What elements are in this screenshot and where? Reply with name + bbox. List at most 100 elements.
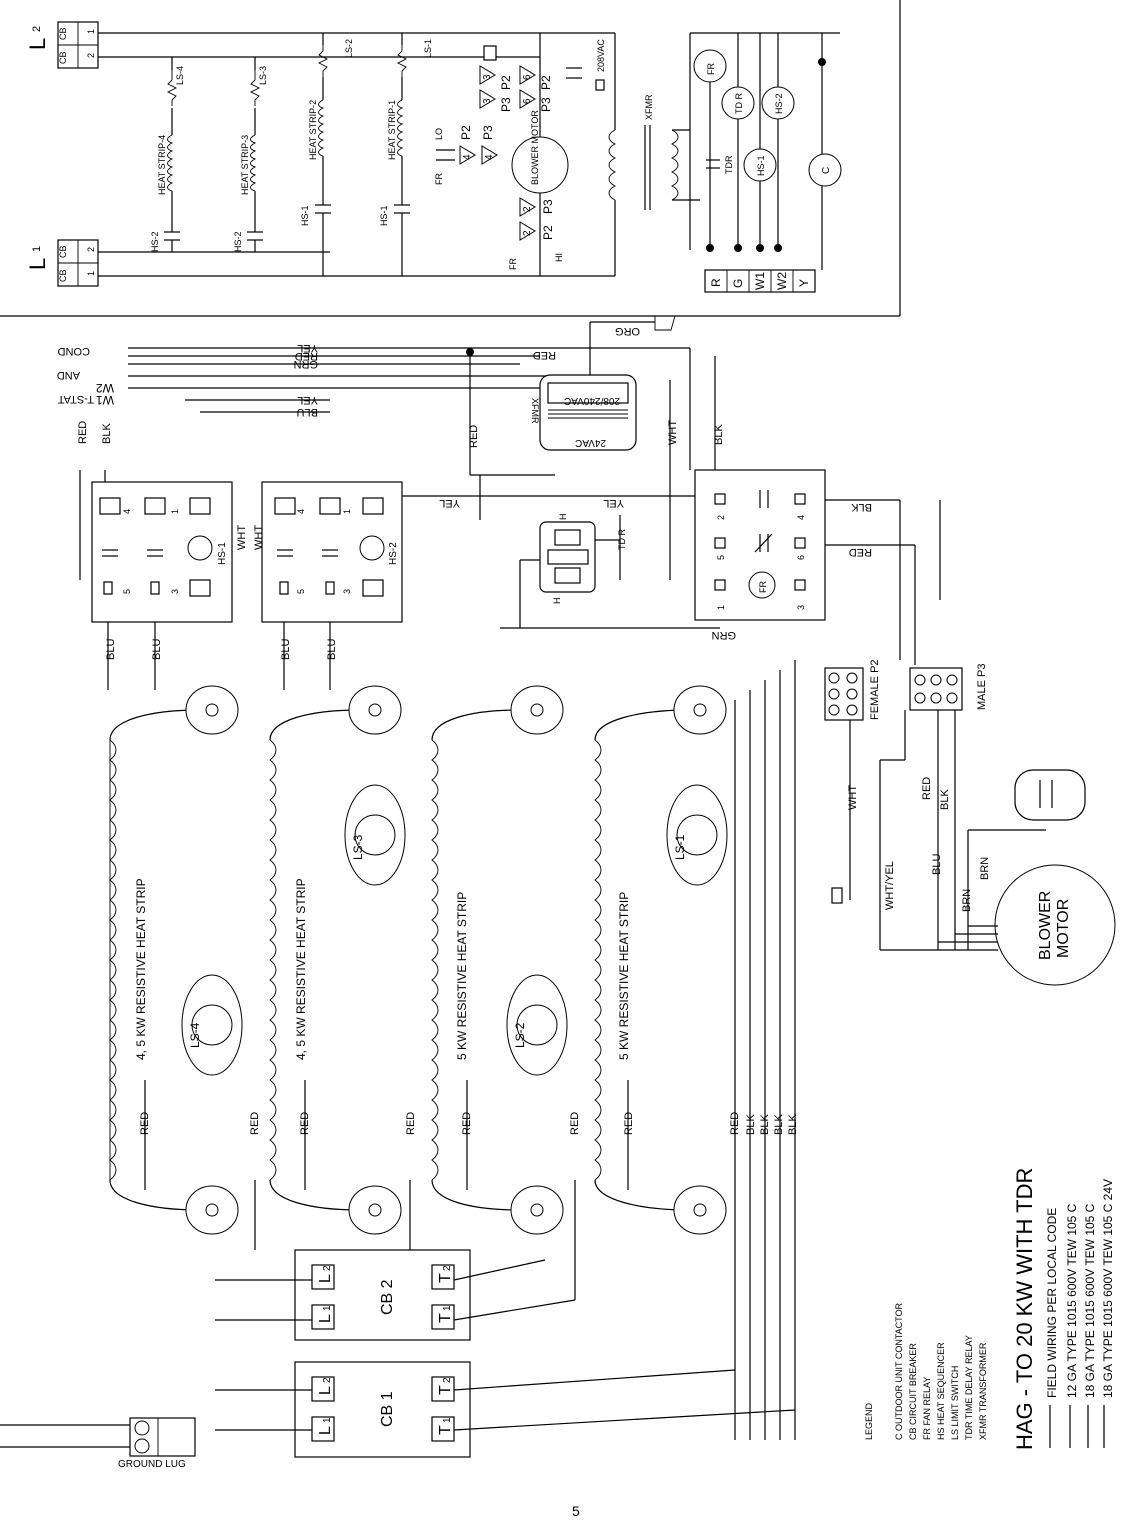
- legend-item-xfmr: XFMR TRANSFORMER: [978, 1342, 988, 1440]
- blu-wire-2: BLU: [151, 639, 163, 660]
- ladder-diagram: L 1 L 2 CB CB 2 1 CB CB 1 2: [0, 0, 901, 317]
- ladder-p2-top: P2: [499, 75, 513, 90]
- terminal-w1: W1: [753, 272, 767, 290]
- cb2-ladder-num1: 1: [86, 29, 96, 34]
- wire-red-motor: RED: [921, 777, 933, 800]
- wire-wht-yel: WHT/YEL: [884, 861, 896, 910]
- ladder-hs1-b: HS-1: [379, 205, 389, 226]
- cb2-t1: T: [437, 1313, 454, 1323]
- strip-ls4: LS-4: [188, 1022, 202, 1048]
- cb2-label: CB 2: [379, 1279, 396, 1315]
- tstat-grn: GRN: [294, 358, 319, 370]
- hs2-term1: 1: [342, 509, 352, 514]
- terminal-y: Y: [797, 279, 811, 287]
- ladder-ls2: LS-2: [344, 39, 354, 58]
- circuit-breakers: L 2 L 1 T 2 T 1 CB 2 L 2 L 1 T 2 T 1 CB …: [215, 1249, 796, 1458]
- relay-t5: 5: [716, 555, 726, 560]
- male-p3-label: MALE P3: [976, 664, 988, 710]
- ladder-p2-bot: P2: [541, 225, 555, 240]
- transformer-secondary: 24VAC: [575, 437, 606, 448]
- cb2-t2-sub: 2: [442, 1265, 453, 1271]
- strip-label-3: 5 KW RESISTIVE HEAT STRIP: [455, 892, 469, 1060]
- l1-subscript: 1: [31, 246, 43, 252]
- tstat-line2: AND: [57, 369, 80, 381]
- sequencer-blu-wires: BLU BLU BLU BLU: [105, 622, 338, 690]
- strip-label-1: 4, 5 KW RESISTIVE HEAT STRIP: [134, 878, 148, 1060]
- wire-grn-bottom: GRN: [712, 629, 737, 641]
- strip-label-4: 5 KW RESISTIVE HEAT STRIP: [617, 892, 631, 1060]
- wire-red-left: RED: [77, 421, 89, 444]
- cb1-t1: T: [437, 1425, 454, 1435]
- wire-blk-left: BLK: [101, 423, 113, 444]
- strip-red-6: RED: [569, 1112, 581, 1135]
- hs1-label: HS-1: [217, 542, 228, 565]
- l1-label: L: [25, 258, 50, 270]
- blu-wire-4: BLU: [326, 639, 338, 660]
- female-p2-label: FEMALE P2: [869, 659, 881, 720]
- plug-connectors: FEMALE P2 MALE P3 WHT WHT/YEL RED BLK BL…: [824, 659, 1086, 950]
- legend: LEGEND C OUTDOOR UNIT CONTACTOR CB CIRCU…: [864, 1303, 988, 1441]
- blower-motor-label2: MOTOR: [1055, 899, 1072, 958]
- blower-motor-body: [994, 864, 1116, 986]
- cb2-ladder-cb-b: CB: [58, 51, 68, 64]
- wire-red-mid: RED: [468, 425, 480, 448]
- heat-sequencer-hs2: 4 1 5 3 HS-2 WHT: [253, 481, 403, 623]
- ladder-c-coil: [808, 153, 842, 187]
- cb1-ladder-cb-a: CB: [58, 245, 68, 258]
- ladder-blower-motor: [511, 136, 569, 194]
- ladder-c-coil-label: C: [821, 167, 832, 174]
- hs1-term4: 4: [122, 509, 132, 514]
- relay-t1: 1: [716, 605, 726, 610]
- blower-motor-label1: BLOWER: [1037, 891, 1054, 960]
- hs1-term5: 5: [122, 589, 132, 594]
- l2-label: L: [25, 38, 50, 50]
- strip-red-2: RED: [249, 1112, 261, 1135]
- strip-ls2: LS-2: [513, 1022, 527, 1048]
- hs1-term1: 1: [170, 509, 180, 514]
- ladder-xfmr: XFMR: [644, 94, 654, 120]
- hs2-term5: 5: [296, 589, 306, 594]
- ladder-pin6-a: 6: [522, 74, 533, 80]
- ladder-p3-top: P3: [499, 97, 513, 112]
- wire-org: ORG: [615, 325, 640, 337]
- cb1-l1: L: [317, 1426, 334, 1435]
- legend-item-hs: HS HEAT SEQUENCER: [936, 1342, 946, 1440]
- ladder-blower-label: BLOWER MOTOR: [530, 110, 540, 185]
- fan-relay-coil: FR: [758, 581, 768, 593]
- cb2-t2: T: [437, 1273, 454, 1283]
- legend-item-tdr: TDR TIME DELAY RELAY: [964, 1335, 974, 1440]
- tstat-leads: W1 W2 T-STAT AND COND YEL RED GRN YEL BL…: [57, 315, 690, 475]
- ladder-p3-bot: P3: [541, 199, 555, 214]
- wire-wht-plug: WHT: [847, 785, 859, 810]
- page-number: 5: [572, 1503, 580, 1519]
- ladder-fr-hi: FR: [508, 258, 518, 270]
- legend-item-c: C OUTDOOR UNIT CONTACTOR: [894, 1303, 904, 1441]
- strip-ls3: LS-3: [351, 834, 365, 860]
- hs1-wht: WHT: [236, 525, 248, 550]
- hs2-term4: 4: [296, 509, 306, 514]
- transformer-primary: 208/240VAC: [564, 395, 620, 406]
- blu-wire-1: BLU: [105, 639, 117, 660]
- strip-label-2: 4, 5 KW RESISTIVE HEAT STRIP: [294, 878, 308, 1060]
- ladder-p3-mid: P3: [481, 125, 495, 140]
- relay-t4: 4: [796, 515, 806, 520]
- heading-note-4: 18 GA TYPE 1015 600V TEW 105 C 24V: [1101, 1179, 1115, 1398]
- relay-t3: 3: [796, 605, 806, 610]
- wire-wht-right: WHT: [667, 420, 679, 445]
- tstat-line3: COND: [58, 345, 90, 357]
- hs2-wht: WHT: [253, 525, 265, 550]
- ladder-ls1: LS-1: [423, 39, 433, 58]
- ladder-tdr-contact: TDR: [724, 155, 734, 174]
- tstat-red: RED: [295, 350, 318, 362]
- ladder-heat-branches: HEAT STRIP-4 LS-4 HS-2 HEAT STRIP-3 LS-3…: [150, 33, 433, 276]
- fan-relay-box: FR 2 4 5 6 1 3: [694, 469, 826, 621]
- hs2-term3: 3: [342, 589, 352, 594]
- male-p3-plug: [909, 667, 963, 711]
- ladder-p2-mid: P2: [459, 125, 473, 140]
- ladder-heat-strip-4: HEAT STRIP-4: [157, 135, 167, 195]
- ladder-ls3: LS-3: [258, 66, 268, 85]
- cb1-ladder-num1: 1: [86, 271, 96, 276]
- heat-sequencer-hs1: 4 1 5 3 HS-1 WHT: [91, 481, 248, 623]
